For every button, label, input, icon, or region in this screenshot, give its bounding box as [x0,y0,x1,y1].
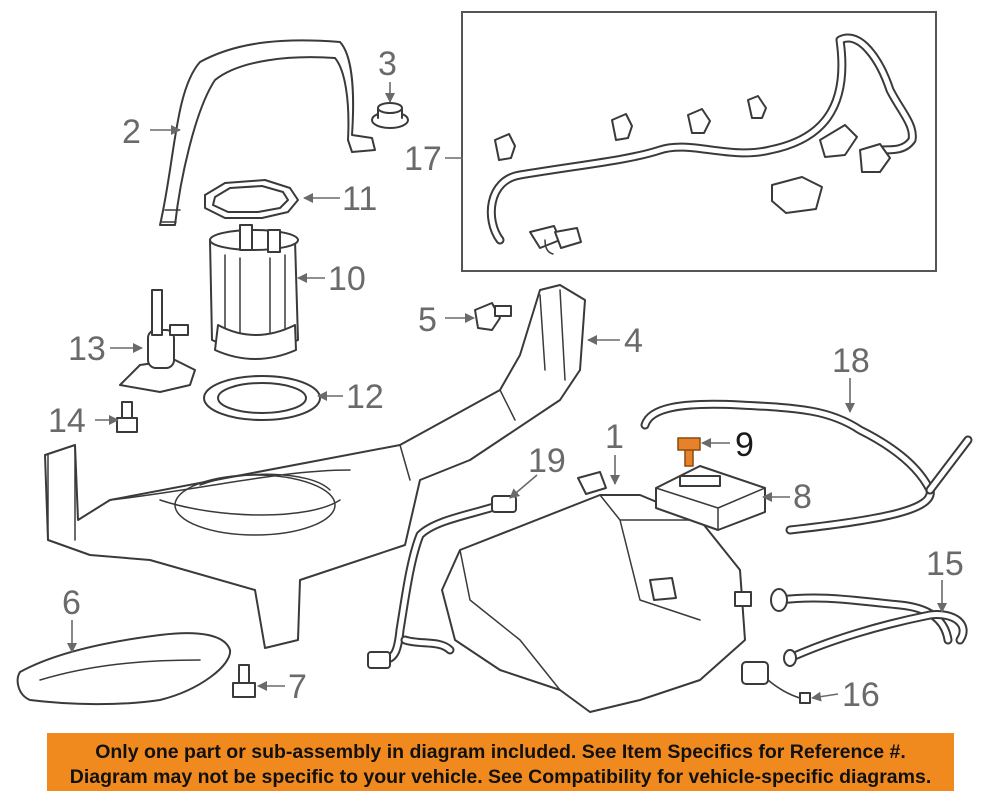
callout-4: 4 [624,322,643,360]
part-6-heat-shield [16,632,232,706]
part-10-fuel-pump-module [209,224,299,360]
part-18-vent-tube [640,399,973,535]
callout-18: 18 [832,342,870,380]
part-16-sensor [741,661,811,704]
part-17-wiring-harness [486,33,917,255]
part-8-control-module [655,465,766,531]
part-3-grommet [371,102,409,129]
disclaimer-banner: Only one part or sub-assembly in diagram… [47,733,954,791]
callout-19: 19 [528,442,566,480]
callout-12: 12 [346,378,384,416]
callout-3: 3 [378,45,397,83]
callout-9: 9 [735,426,754,464]
callout-2: 2 [122,113,141,151]
disclaimer-line-1: Only one part or sub-assembly in diagram… [95,741,906,763]
part-4-frame [44,284,586,649]
callout-13: 13 [68,330,106,368]
callout-1: 1 [605,418,624,456]
part-15-fill-pipe [770,588,968,667]
callout-14: 14 [48,402,86,440]
part-7-bolt [232,664,256,698]
inset-box-wiring-harness [461,11,937,272]
part-5-bolt [474,302,512,331]
callout-7: 7 [288,668,307,706]
callout-16: 16 [842,676,880,714]
part-13-valve [119,289,196,393]
leader-lines [67,82,947,702]
callout-8: 8 [793,478,812,516]
callout-17: 17 [404,140,442,178]
disclaimer-line-2: Diagram may not be specific to your vehi… [69,766,932,788]
part-19-hose [367,495,517,669]
part-2-tank-strap [159,39,376,226]
callout-5: 5 [418,301,437,339]
callout-11: 11 [342,180,377,218]
part-11-seal [204,179,299,219]
part-1-fuel-tank [441,471,752,713]
part-9-bolt-highlighted [677,437,701,467]
callout-10: 10 [328,260,366,298]
part-14-bolt [116,401,138,433]
part-12-lock-ring [203,375,321,421]
callout-6: 6 [62,584,81,622]
callout-15: 15 [926,545,964,583]
